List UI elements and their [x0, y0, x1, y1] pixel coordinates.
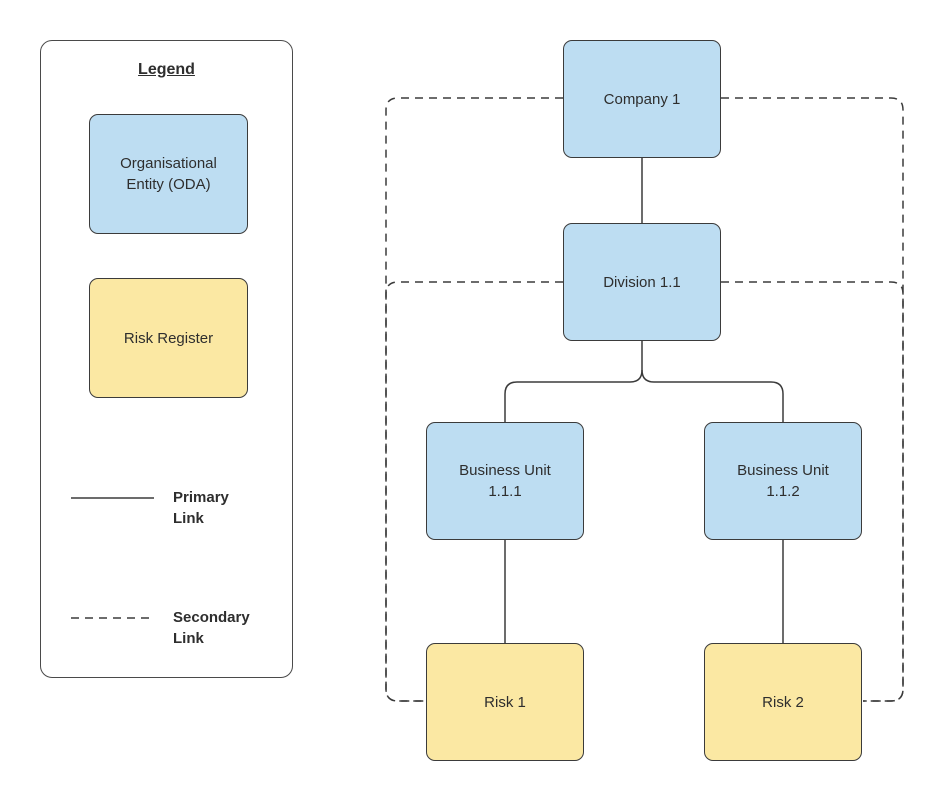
secondary-link-line-sample	[71, 617, 154, 619]
node-company-1: Company 1	[563, 40, 721, 158]
secondary-link-company-risk1	[385, 97, 563, 702]
node-risk-2-label: Risk 2	[762, 693, 804, 711]
legend-secondary-link-label: Secondary Link	[173, 609, 250, 647]
node-business-unit-1-1-2-label: Business Unit 1.1.2	[737, 462, 829, 500]
secondary-link-company-risk2	[721, 97, 904, 702]
legend-panel: Legend Organisational Entity (ODA) Risk …	[40, 40, 293, 678]
legend-primary-link-label: Primary Link	[173, 489, 229, 527]
node-business-unit-1-1-2: Business Unit 1.1.2	[704, 422, 862, 540]
node-business-unit-1-1-1: Business Unit 1.1.1	[426, 422, 584, 540]
secondary-link-division-risk1	[385, 281, 563, 702]
node-risk-1: Risk 1	[426, 643, 584, 761]
primary-link-division-bu111	[504, 341, 643, 422]
node-division-1-1-label: Division 1.1	[603, 273, 681, 291]
legend-risk-sample-box: Risk Register	[89, 278, 248, 398]
legend-risk-sample-label: Risk Register	[123, 329, 214, 347]
legend-entity-sample-box: Organisational Entity (ODA)	[89, 114, 248, 234]
node-division-1-1: Division 1.1	[563, 223, 721, 341]
primary-link-line-sample	[71, 497, 154, 499]
node-risk-1-label: Risk 1	[484, 693, 526, 711]
primary-link-division-bu112	[641, 369, 784, 422]
secondary-link-division-risk2	[721, 281, 904, 702]
legend-entity-sample-label: Organisational Entity (ODA)	[120, 155, 217, 193]
node-business-unit-1-1-1-label: Business Unit 1.1.1	[459, 462, 551, 500]
node-company-1-label: Company 1	[603, 90, 681, 108]
legend-title: Legend	[138, 61, 195, 78]
node-risk-2: Risk 2	[704, 643, 862, 761]
